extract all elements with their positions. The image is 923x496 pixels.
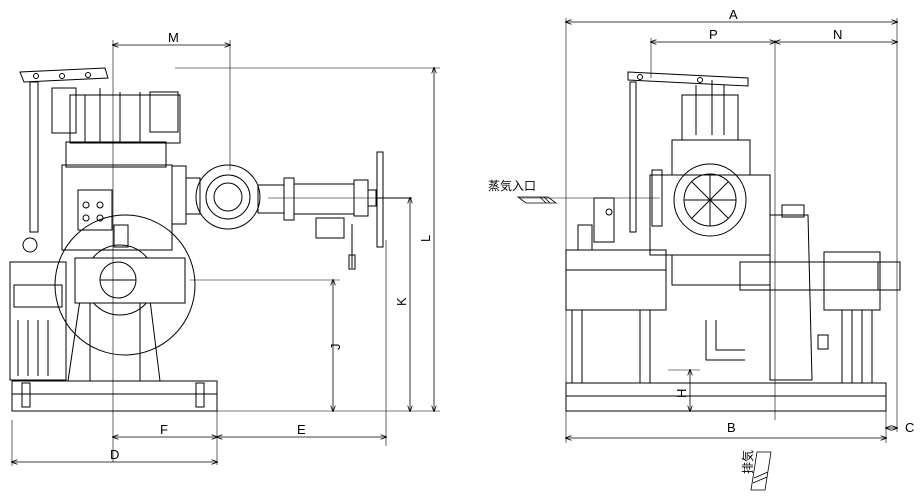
front-view bbox=[9, 67, 412, 412]
exhaust-arrow-icon bbox=[750, 451, 772, 491]
side-control-rod bbox=[629, 81, 637, 233]
front-base-frame bbox=[11, 380, 218, 412]
dim-label-l: L bbox=[418, 235, 433, 242]
exhaust-pipe bbox=[705, 320, 745, 361]
turbine-wheel bbox=[673, 163, 747, 237]
exhaust-label: 排気 bbox=[740, 450, 755, 474]
side-dimensions bbox=[566, 22, 897, 438]
dim-label-a: A bbox=[729, 7, 738, 22]
dim-label-p: P bbox=[709, 27, 718, 42]
side-pump-casing bbox=[769, 214, 813, 381]
steam-pipe bbox=[293, 183, 355, 215]
dim-label-n: N bbox=[833, 27, 842, 42]
side-view bbox=[565, 71, 901, 412]
dim-label-e: E bbox=[297, 422, 306, 437]
side-centerlines bbox=[520, 18, 898, 443]
trip-lever bbox=[19, 67, 109, 83]
dim-label-h: H bbox=[674, 389, 689, 398]
dim-label-j: J bbox=[328, 344, 343, 351]
front-dimensions bbox=[12, 45, 434, 462]
governor-box bbox=[77, 189, 113, 231]
steam-inlet-flange bbox=[195, 164, 261, 230]
side-trip-lever bbox=[627, 71, 749, 87]
driven-pump bbox=[823, 251, 881, 311]
dim-label-b: B bbox=[727, 420, 736, 435]
front-centerlines bbox=[11, 40, 440, 466]
dim-label-m: M bbox=[168, 30, 179, 45]
reduction-gearbox bbox=[565, 249, 667, 311]
dim-label-f: F bbox=[160, 422, 168, 437]
dim-label-c: C bbox=[905, 420, 914, 435]
steam-inlet-arrow-icon bbox=[516, 196, 558, 204]
valve-handwheel bbox=[376, 151, 384, 248]
steam-inlet-label: 蒸気入口 bbox=[488, 178, 536, 193]
control-rod bbox=[29, 81, 39, 233]
side-base-frame bbox=[565, 382, 887, 412]
oil-pump-unit bbox=[9, 261, 67, 381]
valve-gear-assembly bbox=[69, 94, 181, 144]
dim-label-d: D bbox=[110, 447, 119, 462]
dim-label-k: K bbox=[394, 297, 409, 306]
